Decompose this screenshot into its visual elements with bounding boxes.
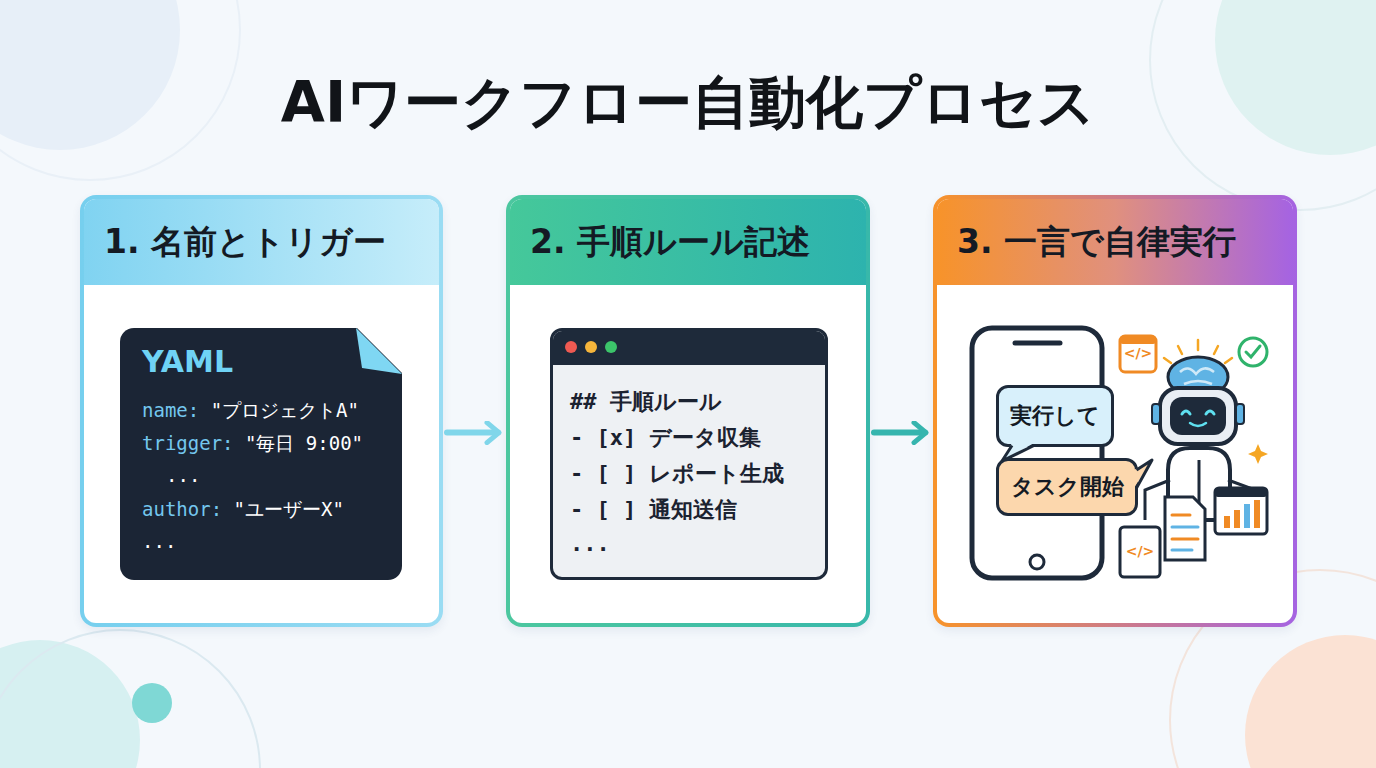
code-key: name:	[142, 399, 199, 421]
step-panel: 2. 手順ルール記述 ## 手順ルール - [x] データ収集 - [ ] レポート生…	[506, 195, 870, 627]
code-line: ...	[142, 530, 176, 552]
flow-arrow	[447, 430, 498, 436]
tail-fill	[1134, 460, 1152, 488]
editor-window: ## 手順ルール - [x] データ収集 - [ ] レポート生成 - [ ] 通知送…	[550, 328, 828, 580]
checklist-item: - [ ] レポート生成	[570, 459, 784, 489]
header-band: 3. 一言で自律実行	[937, 199, 1293, 285]
decor-circle	[0, 640, 140, 768]
window-dot	[565, 341, 577, 353]
code-line: name: "プロジェクトA"	[142, 398, 359, 424]
checklist-item: - [ ] 通知送信	[570, 495, 737, 525]
window-titlebar	[553, 331, 828, 365]
code-value: "プロジェクトA"	[199, 399, 359, 421]
panel-heading: 2. 手順ルール記述	[530, 220, 810, 265]
decor-circle	[1245, 635, 1376, 768]
code-value: "毎日 9:00"	[234, 432, 364, 454]
code-line: author: "ユーザーX"	[142, 497, 344, 523]
window-dot	[605, 341, 617, 353]
decor-ring	[0, 630, 260, 768]
chat-bubble: 実行して	[996, 385, 1114, 447]
code-key: author:	[142, 498, 222, 520]
flow-arrow	[874, 430, 925, 436]
header-band: 2. 手順ルール記述	[510, 199, 866, 285]
code-line: trigger: "毎日 9:00"	[142, 431, 363, 457]
bubble-text: 実行して	[1010, 401, 1100, 431]
diagram-title: AIワークフロー自動化プロセス	[0, 62, 1376, 142]
window-dot	[585, 341, 597, 353]
code-icon-label: </>	[1120, 543, 1160, 565]
chat-bubble: タスク開始	[996, 458, 1138, 516]
tail-outline	[1137, 460, 1153, 488]
code-language: YAML	[142, 344, 233, 379]
code-value: "ユーザーX"	[222, 498, 344, 520]
markdown-heading: ## 手順ルール	[570, 387, 722, 417]
decor-ring	[1150, 0, 1376, 210]
step-panel: 1. 名前とトリガー YAML name: "プロジェクトA" trigger: "毎…	[80, 195, 443, 627]
header-band: 1. 名前とトリガー	[84, 199, 439, 285]
corner-fold	[356, 328, 402, 374]
code-card: YAML name: "プロジェクトA" trigger: "毎日 9:00"...…	[120, 328, 402, 580]
checklist-item: ...	[570, 531, 610, 556]
panel-heading: 1. 名前とトリガー	[104, 220, 386, 265]
code-line: ...	[166, 464, 200, 486]
decor-ring	[0, 0, 240, 180]
decor-circle	[1215, 0, 1376, 155]
decor-circle	[0, 0, 180, 150]
corner-cut	[356, 327, 403, 374]
code-key: trigger:	[142, 432, 234, 454]
panel-heading: 3. 一言で自律実行	[957, 220, 1236, 265]
step-panel: 3. 一言で自律実行実行してタスク開始	[933, 195, 1297, 627]
checklist-item: - [x] データ収集	[570, 423, 761, 453]
titlebar-fill	[553, 331, 828, 365]
bubble-text: タスク開始	[1011, 472, 1124, 502]
decor-dot	[132, 683, 172, 723]
code-icon-label: </>	[1120, 345, 1156, 371]
